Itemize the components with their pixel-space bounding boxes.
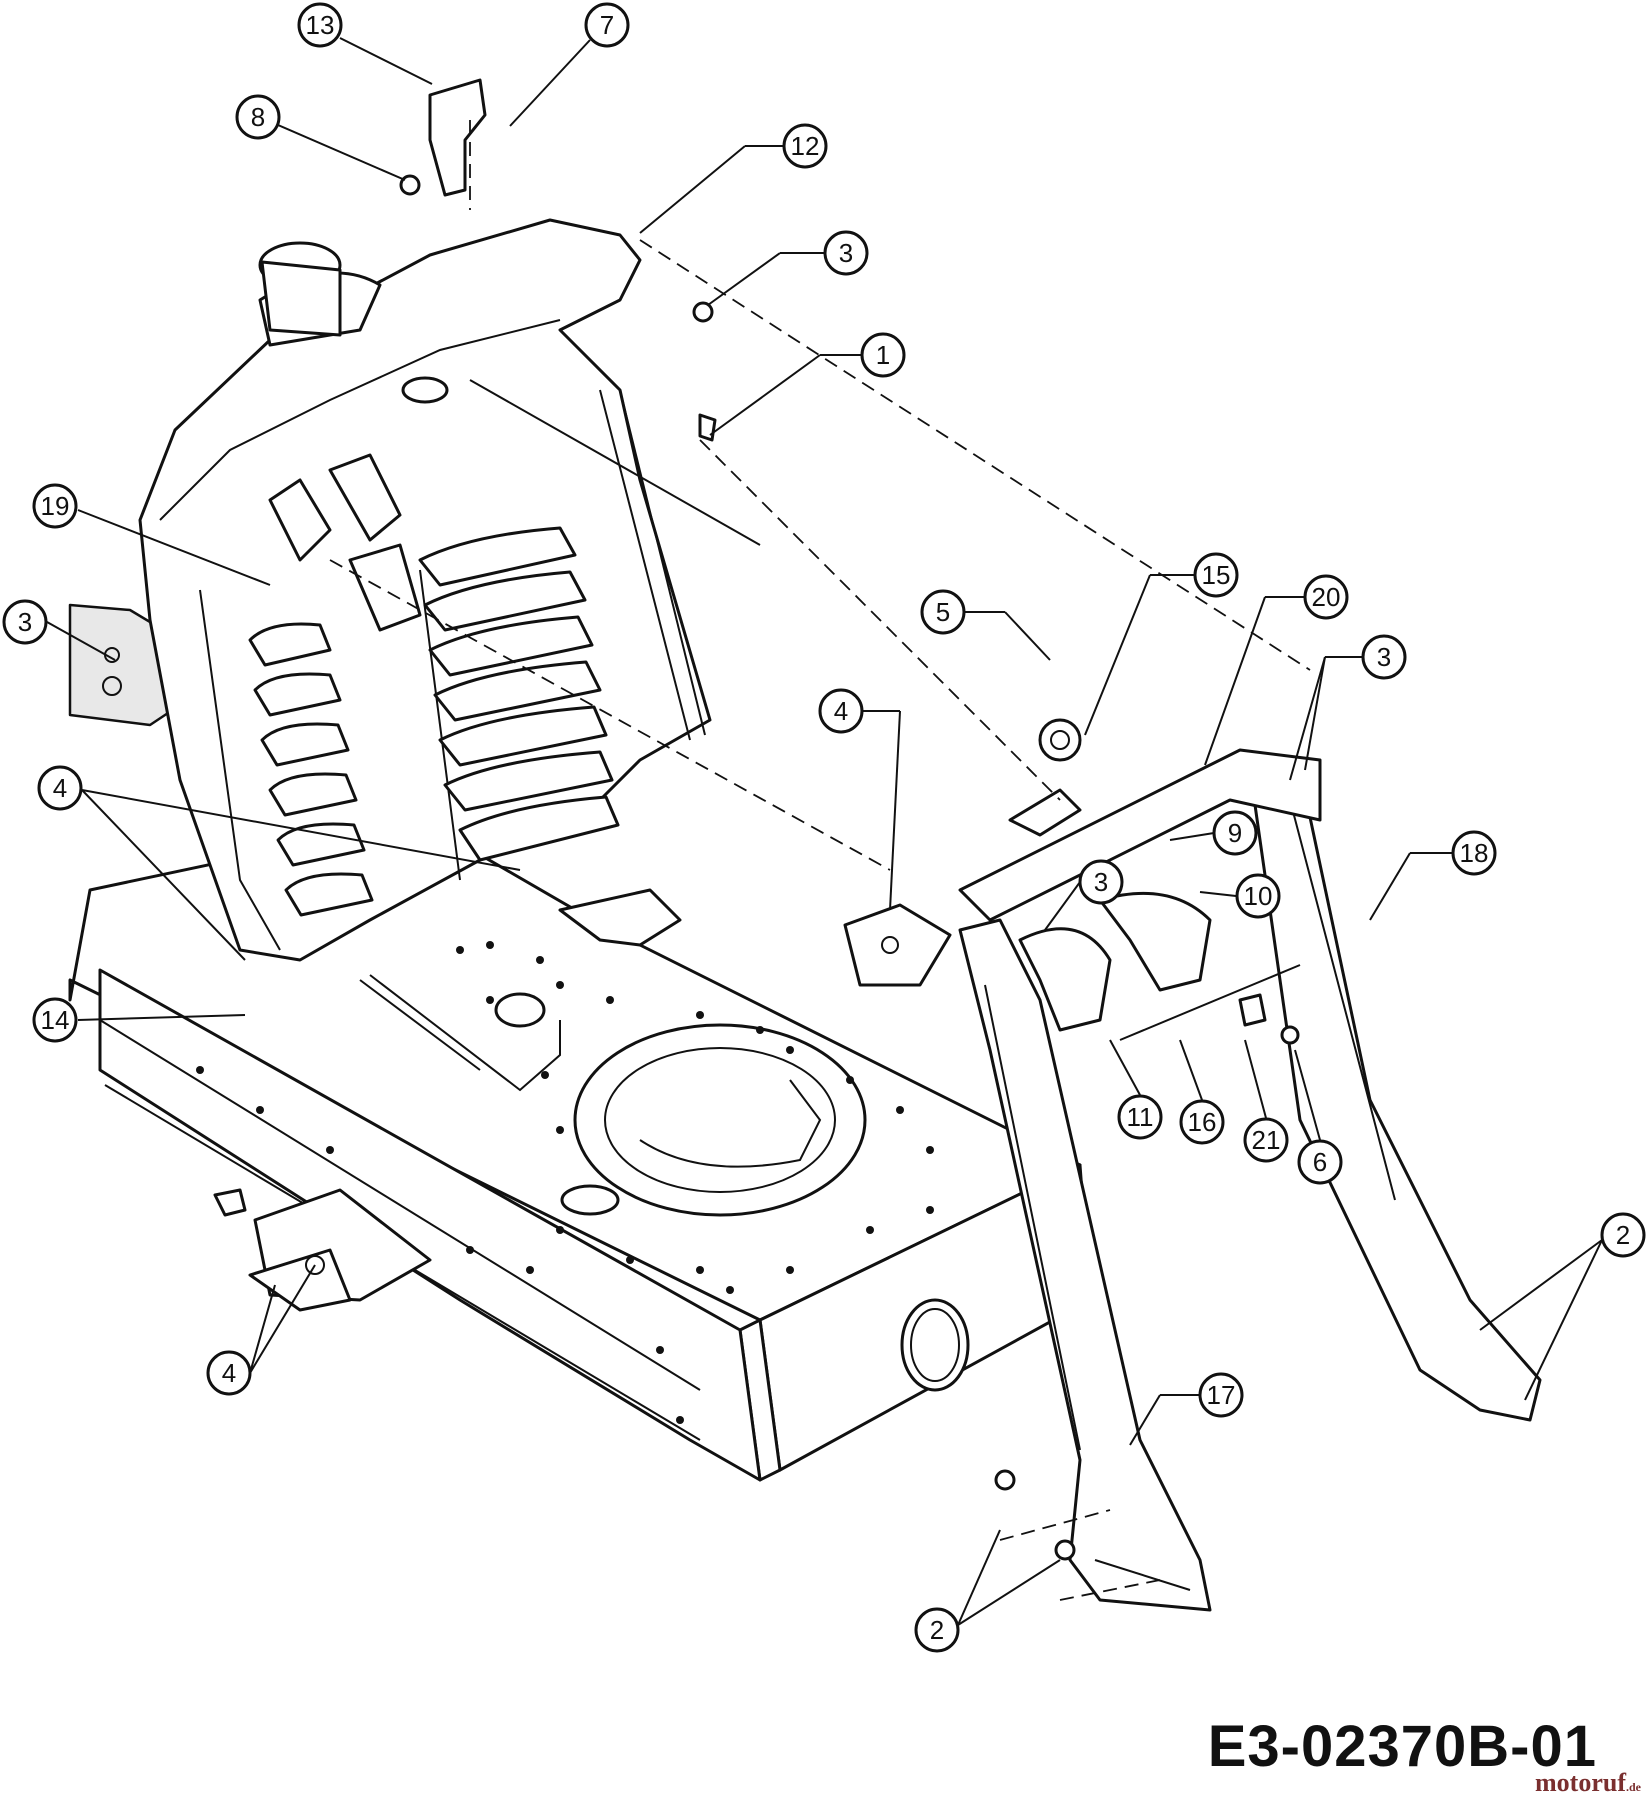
callout-17: 17 [1129, 1372, 1244, 1446]
svg-text:8: 8 [251, 102, 265, 132]
callout-2-right: 2 [1479, 1212, 1646, 1401]
svg-text:3: 3 [1094, 867, 1108, 897]
svg-text:20: 20 [1312, 582, 1341, 612]
svg-text:15: 15 [1202, 560, 1231, 590]
callout-6: 6 [1294, 1049, 1343, 1185]
svg-text:3: 3 [839, 238, 853, 268]
svg-text:9: 9 [1228, 818, 1242, 848]
svg-text:10: 10 [1244, 881, 1273, 911]
callout-2-bottom: 2 [914, 1529, 1061, 1653]
svg-text:19: 19 [41, 491, 70, 521]
callout-3-right: 3 [1289, 634, 1407, 781]
svg-text:1: 1 [876, 340, 890, 370]
callout-4-bottom: 4 [206, 1264, 316, 1396]
grille-body [138, 218, 761, 1092]
drawing-code: E3-02370B-01 [1207, 1714, 1597, 1779]
svg-text:17: 17 [1207, 1380, 1236, 1410]
callout-12: 12 [639, 123, 828, 234]
callout-19: 19 [32, 483, 271, 586]
callout-21: 21 [1243, 1039, 1289, 1163]
callout-3-left: 3 [2, 599, 116, 661]
callout-1: 1 [709, 332, 906, 436]
svg-text:5: 5 [936, 597, 950, 627]
support-arms [958, 718, 1542, 1612]
svg-text:2: 2 [1616, 1220, 1630, 1250]
callout-4-right: 4 [818, 688, 901, 911]
watermark-name: motoruf [1535, 1768, 1626, 1797]
svg-text:18: 18 [1460, 838, 1489, 868]
svg-text:4: 4 [53, 773, 67, 803]
svg-text:12: 12 [791, 131, 820, 161]
callout-3-top: 3 [707, 230, 869, 306]
left-mount-parts [68, 603, 952, 1312]
callout-8: 8 [235, 94, 406, 181]
top-hardware [399, 78, 717, 442]
svg-text:6: 6 [1313, 1147, 1327, 1177]
callout-10: 10 [1199, 873, 1281, 919]
callout-14: 14 [32, 997, 246, 1043]
svg-text:3: 3 [1377, 642, 1391, 672]
callout-18: 18 [1369, 830, 1497, 921]
svg-text:21: 21 [1252, 1125, 1281, 1155]
svg-text:13: 13 [306, 10, 335, 40]
callout-7: 7 [509, 2, 630, 127]
svg-text:11: 11 [1127, 1102, 1154, 1132]
callout-15: 15 [1084, 552, 1239, 736]
svg-text:14: 14 [41, 1005, 70, 1035]
svg-text:16: 16 [1188, 1107, 1217, 1137]
watermark-logo: motoruf.de [1535, 1768, 1641, 1798]
callout-4-left: 4 [37, 765, 521, 961]
callout-20: 20 [1204, 574, 1349, 766]
svg-text:4: 4 [222, 1358, 236, 1388]
callout-9: 9 [1169, 810, 1258, 856]
callout-16: 16 [1179, 1039, 1225, 1145]
callout-11: 11 [1109, 1039, 1163, 1140]
svg-text:4: 4 [834, 696, 848, 726]
svg-text:3: 3 [18, 607, 32, 637]
callout-13: 13 [297, 2, 433, 85]
svg-text:2: 2 [930, 1615, 944, 1645]
callout-5: 5 [920, 589, 1051, 661]
svg-text:7: 7 [600, 10, 614, 40]
assembly-lines [329, 120, 1311, 1601]
watermark-tld: .de [1626, 1780, 1641, 1794]
callout-3-mid: 3 [1044, 859, 1124, 931]
